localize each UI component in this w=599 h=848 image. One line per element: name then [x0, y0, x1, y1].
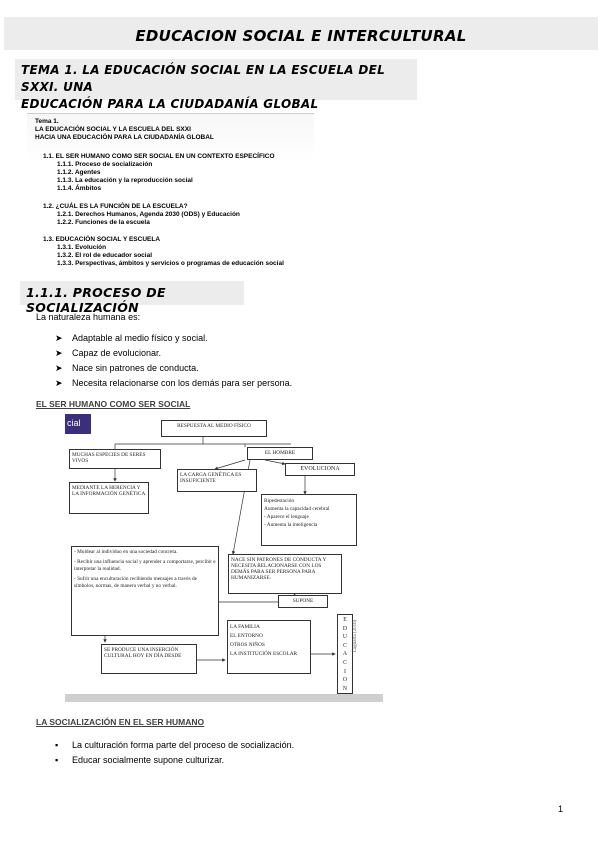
intro-text: La naturaleza humana es:	[36, 312, 141, 322]
document-title: EDUCACION SOCIAL E INTERCULTURAL	[135, 27, 467, 45]
subheading-socializacion: LA SOCIALIZACIÓN EN EL SER HUMANO	[36, 717, 205, 727]
box-mediante-herencia: MEDIANTE LA HERENCIA Y LA INFORMACIÓN GE…	[69, 482, 149, 514]
toc-line: 1.1.3. La educación y la reproducción so…	[57, 177, 193, 184]
list-item: ➤Capaz de evolucionar.	[55, 348, 162, 358]
toc-line: 1.3.2. El rol de educador social	[57, 252, 153, 259]
box-muchas-especies: MUCHAS ESPECIES DE SERES VIVOS	[69, 449, 161, 469]
toc-line: 1.2.1. Derechos Humanos, Agenda 2030 (OD…	[57, 211, 240, 218]
section-title: 1.1.1. PROCESO DE SOCIALIZACIÓN	[26, 285, 166, 315]
diagram-credit: Laguarta (2016)	[353, 619, 358, 652]
section-title-band: 1.1.1. PROCESO DE SOCIALIZACIÓN	[20, 281, 244, 315]
toc-line: 1.3.3. Perspectivas, ámbitos y servicios…	[57, 260, 284, 267]
subheading-ser-humano: EL SER HUMANO COMO SER SOCIAL	[36, 399, 191, 409]
table-of-contents-image: Tema 1. LA EDUCACIÓN SOCIAL Y LA ESCUELA…	[27, 113, 314, 271]
box-nace-sin-patrones: NACE SIN PATRONES DE CONDUCTA Y NECESITA…	[228, 554, 342, 594]
arrow-bullet-icon: ➤	[55, 378, 63, 388]
toc-line: LA EDUCACIÓN SOCIAL Y LA ESCUELA DEL SXX…	[35, 126, 191, 133]
list-item: ➤Necesita relacionarse con los demás par…	[55, 378, 293, 388]
box-insercion-cultural: SE PRODUCE UNA INSERCIÓN CULTURAL HOY EN…	[101, 644, 197, 674]
toc-line: 1.1.4. Ámbitos	[57, 185, 102, 192]
tema-title-band: TEMA 1. LA EDUCACIÓN SOCIAL EN LA ESCUEL…	[15, 59, 417, 111]
toc-line: 1.3. EDUCACIÓN SOCIAL Y ESCUELA	[43, 236, 161, 243]
toc-line: 1.1. EL SER HUMANO COMO SER SOCIAL EN UN…	[43, 153, 275, 160]
toc-line: Tema 1.	[35, 118, 59, 125]
list-item: ▪Educar socialmente supone culturizar.	[55, 755, 225, 765]
socialization-diagram: cial RESPUESTA AL MEDIO FÍSICO MUCHAS ES…	[65, 414, 383, 702]
box-bipedestacion: Bipedestación Aumenta la capacidad cereb…	[261, 494, 357, 546]
tema-title-line-2: EDUCACIÓN PARA LA CIUDADANÍA GLOBAL	[21, 97, 319, 111]
page-number: 1	[558, 804, 564, 814]
box-educacion: E D U C A C I O N	[337, 614, 353, 694]
box-carga-genetica: LA CARGA GENÉTICA ES INSUFICIENTE	[177, 469, 257, 492]
square-bullet-icon: ▪	[55, 755, 59, 765]
box-moldear-individuo: - Moldear al individuo en una sociedad c…	[71, 546, 219, 636]
toc-line: 1.1.2. Agentes	[57, 169, 101, 176]
arrow-bullet-icon: ➤	[55, 348, 63, 358]
box-el-hombre: EL HOMBRE	[247, 447, 313, 460]
square-bullet-icon: ▪	[55, 740, 59, 750]
list-item: ➤Nace sin patrones de conducta.	[55, 363, 199, 373]
document-title-band: EDUCACION SOCIAL E INTERCULTURAL	[4, 17, 598, 50]
list-item: ▪La culturación forma parte del proceso …	[55, 740, 295, 750]
box-evoluciona: EVOLUCIONA	[285, 463, 355, 476]
toc-line: 1.2. ¿CUÁL ES LA FUNCIÓN DE LA ESCUELA?	[43, 203, 188, 210]
diagram-corner-label: cial	[67, 418, 81, 428]
toc-line: 1.3.1. Evolución	[57, 244, 107, 251]
arrow-bullet-icon: ➤	[55, 363, 63, 373]
tema-title-line-1: TEMA 1. LA EDUCACIÓN SOCIAL EN LA ESCUEL…	[21, 63, 386, 94]
toc-line: 1.2.2. Funciones de la escuela	[57, 219, 150, 226]
tema-title: TEMA 1. LA EDUCACIÓN SOCIAL EN LA ESCUEL…	[21, 62, 417, 113]
toc-line: HACIA UNA EDUCACIÓN PARA LA CIUDADANÍA G…	[35, 134, 214, 141]
list-item: ➤Adaptable al medio físico y social.	[55, 333, 208, 343]
toc-line: 1.1.1. Proceso de socialización	[57, 161, 153, 168]
box-agentes: LA FAMILIA EL ENTORNO OTROS NIÑOS LA INS…	[227, 620, 311, 674]
box-respuesta-medio: RESPUESTA AL MEDIO FÍSICO	[161, 420, 267, 437]
arrow-bullet-icon: ➤	[55, 333, 63, 343]
box-supone: SUPONE	[278, 595, 328, 608]
